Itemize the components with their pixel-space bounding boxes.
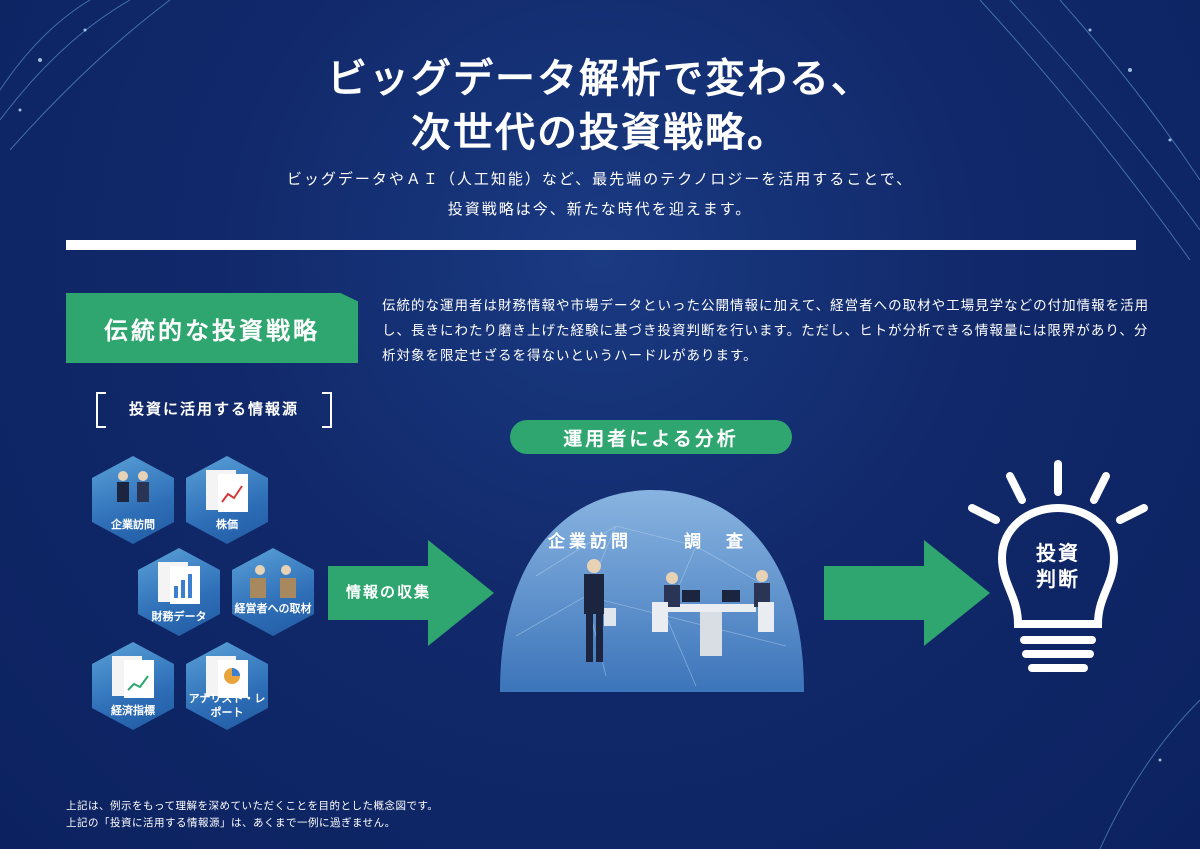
source-analyst-report: アナリスト・レポート — [186, 642, 268, 730]
source-caption: 経営者への取材 — [234, 602, 312, 615]
analyst-report-icon — [206, 656, 248, 698]
meeting-table-icon — [652, 570, 774, 656]
source-caption: 企業訪問 — [111, 518, 155, 531]
section-tab-label: 伝統的な投資戦略 — [104, 316, 320, 345]
lightbulb-icon — [968, 460, 1148, 672]
source-company-visit: 企業訪問 — [92, 456, 174, 544]
source-caption: 株価 — [216, 518, 238, 531]
source-economic-indicators: 経済指標 — [92, 642, 174, 730]
source-management-interview: 経営者への取材 — [232, 548, 314, 636]
collect-label: 情報の収集 — [346, 583, 432, 601]
analysis-pill-label: 運用者による分析 — [563, 427, 739, 450]
analyst-figure-icon — [584, 559, 616, 662]
footnote-2: 上記の「投資に活用する情報源」は、あくまで一例に過ぎません。 — [66, 817, 396, 829]
section-tab: 伝統的な投資戦略 — [66, 293, 358, 363]
source-stock-price: 株価 — [186, 456, 268, 544]
bracket-left — [96, 392, 106, 428]
decision-text: 投資 判断 — [1024, 540, 1092, 592]
interview-icon — [250, 565, 296, 598]
bracket-right — [322, 392, 332, 428]
source-caption: アナリスト・レポート — [188, 692, 266, 719]
subtitle-line1: ビッグデータやＡＩ（人工知能）など、最先端のテクノロジーを活用することで、 — [286, 170, 914, 188]
financial-report-icon — [158, 562, 200, 604]
decision-line1: 投資 — [1036, 541, 1080, 565]
meeting-icon — [117, 471, 149, 502]
subtitle-line2: 投資戦略は今、新たな時代を迎えます。 — [447, 200, 753, 218]
main-title-line2: 次世代の投資戦略。 — [411, 110, 789, 156]
main-title-line1: ビッグデータ解析で変わる、 — [327, 56, 873, 102]
dome-label-visit: 企業訪問 — [548, 532, 632, 552]
decision-line2: 判断 — [1036, 567, 1080, 591]
footnote-1: 上記は、例示をもって理解を深めていただくことを目的とした概念図です。 — [66, 800, 439, 812]
economic-chart-icon — [112, 656, 154, 698]
sources-label: 投資に活用する情報源 — [96, 392, 332, 428]
source-caption: 経済指標 — [111, 704, 155, 717]
analysis-pill: 運用者による分析 — [510, 420, 792, 454]
dome-label-research: 調 査 — [684, 532, 747, 552]
header-divider — [66, 240, 1136, 250]
stock-report-icon — [206, 470, 248, 512]
source-caption: 財務データ — [151, 610, 207, 623]
decision-arrow-icon — [824, 540, 990, 646]
analysis-dome — [500, 490, 804, 692]
sources-label-text: 投資に活用する情報源 — [128, 399, 299, 418]
source-financial-data: 財務データ — [138, 548, 220, 636]
collect-arrow-icon — [328, 540, 494, 646]
section-description: 伝統的な運用者は財務情報や市場データといった公開情報に加えて、経営者への取材や工… — [382, 298, 1150, 364]
